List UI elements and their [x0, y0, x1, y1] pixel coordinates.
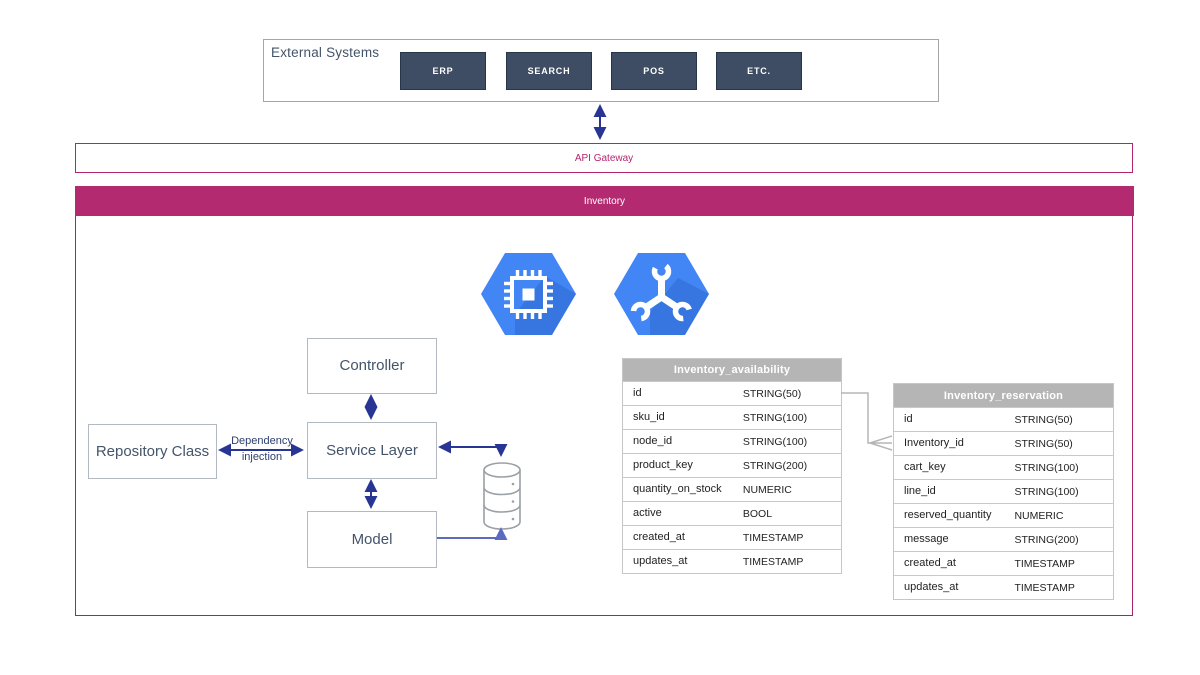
field-type: STRING(50): [742, 387, 802, 400]
erp-node: ERP: [400, 52, 486, 90]
service-layer-node: Service Layer: [307, 422, 437, 479]
pos-node: POS: [611, 52, 697, 90]
table-row: cart_key STRING(100): [894, 455, 1113, 479]
field-type: TIMESTAMP: [1014, 581, 1075, 594]
controller-node: Controller: [307, 338, 437, 394]
field-type: STRING(100): [1014, 485, 1079, 498]
table-row: reserved_quantity NUMERIC: [894, 503, 1113, 527]
inventory-availability-table: Inventory_availability id STRING(50) sku_i…: [622, 358, 842, 574]
table-row: created_at TIMESTAMP: [623, 525, 841, 549]
field-name: line_id: [904, 485, 936, 497]
field-type: STRING(50): [1014, 413, 1073, 426]
repository-class-node: Repository Class: [88, 424, 217, 479]
table-row: sku_id STRING(100): [623, 405, 841, 429]
dependency-label-line1: Dependency: [231, 435, 293, 447]
field-type: STRING(100): [742, 411, 808, 424]
table-row: Inventory_id STRING(50): [894, 431, 1113, 455]
api-gateway-bar: API Gateway: [75, 143, 1133, 173]
field-type: NUMERIC: [1014, 509, 1064, 522]
dependency-injection-label: Dependency injection: [218, 433, 306, 465]
model-node: Model: [307, 511, 437, 568]
table-title: Inventory_availability: [623, 359, 841, 381]
compute-engine-icon: [481, 253, 576, 335]
database-icon: [483, 462, 521, 530]
field-name: updates_at: [633, 555, 688, 567]
search-node: SEARCH: [506, 52, 592, 90]
dependency-label-line2: injection: [241, 451, 283, 463]
field-type: BOOL: [742, 507, 773, 520]
field-name: active: [633, 507, 662, 519]
field-type: TIMESTAMP: [742, 555, 804, 568]
field-name: created_at: [633, 531, 685, 543]
table-row: updates_at TIMESTAMP: [623, 549, 841, 573]
table-row: created_at TIMESTAMP: [894, 551, 1113, 575]
etc-node: ETC.: [716, 52, 802, 90]
table-row: id STRING(50): [623, 381, 841, 405]
table-row: updates_at TIMESTAMP: [894, 575, 1113, 599]
external-systems-box: [263, 39, 939, 102]
table-row: active BOOL: [623, 501, 841, 525]
table-row: line_id STRING(100): [894, 479, 1113, 503]
table-row: id STRING(50): [894, 407, 1113, 431]
field-type: STRING(100): [742, 435, 808, 448]
cloud-services-icon: [614, 253, 709, 335]
table-row: product_key STRING(200): [623, 453, 841, 477]
table-row: node_id STRING(100): [623, 429, 841, 453]
field-name: Inventory_id: [904, 437, 964, 449]
field-name: updates_at: [904, 581, 959, 593]
field-type: NUMERIC: [742, 483, 792, 496]
field-type: STRING(100): [1014, 461, 1079, 474]
field-name: id: [633, 387, 642, 399]
table-title: Inventory_reservation: [894, 384, 1113, 407]
field-name: message: [904, 533, 949, 545]
field-type: TIMESTAMP: [742, 531, 804, 544]
external-systems-title: External Systems: [271, 45, 380, 60]
field-name: product_key: [633, 459, 693, 471]
field-name: reserved_quantity: [904, 509, 992, 521]
inventory-band: Inventory: [75, 186, 1134, 216]
field-name: id: [904, 413, 913, 425]
field-type: STRING(200): [742, 459, 808, 472]
field-name: sku_id: [633, 411, 665, 423]
field-type: STRING(50): [1014, 437, 1073, 450]
table-row: message STRING(200): [894, 527, 1113, 551]
field-name: quantity_on_stock: [633, 483, 722, 495]
field-name: cart_key: [904, 461, 946, 473]
table-row: quantity_on_stock NUMERIC: [623, 477, 841, 501]
field-name: node_id: [633, 435, 673, 447]
field-type: STRING(200): [1014, 533, 1079, 546]
field-type: TIMESTAMP: [1014, 557, 1075, 570]
field-name: created_at: [904, 557, 956, 569]
